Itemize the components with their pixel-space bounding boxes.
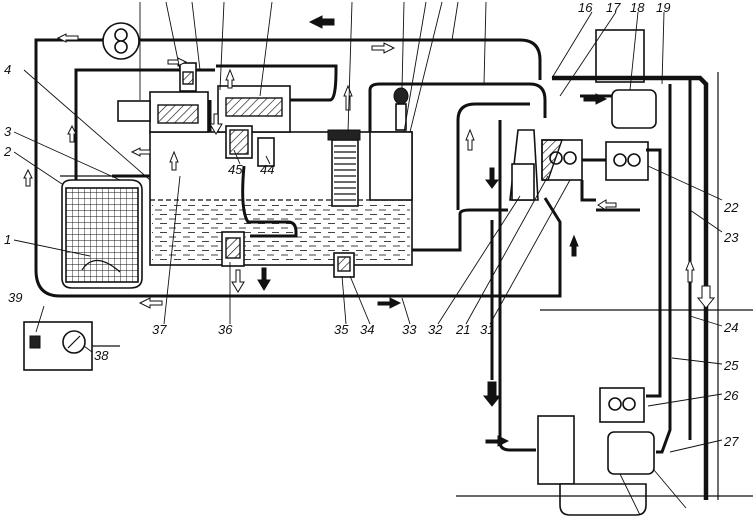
pump-26 <box>599 387 645 423</box>
bell-32 <box>509 129 539 201</box>
device-34 <box>333 252 355 278</box>
top-pump <box>102 22 140 60</box>
label-32: 32 <box>428 322 443 337</box>
label-19: 19 <box>656 0 670 15</box>
oil-cooler <box>61 179 143 289</box>
label-33: 33 <box>402 322 417 337</box>
label-39: 39 <box>8 290 22 305</box>
label-36: 36 <box>218 322 233 337</box>
valve-block-right <box>217 85 291 167</box>
label-21: 21 <box>455 322 470 337</box>
pump-21 <box>541 139 583 181</box>
label-18: 18 <box>630 0 645 15</box>
valve-block-left <box>117 62 209 133</box>
label-38: 38 <box>94 348 109 363</box>
leader-lines <box>13 1 723 516</box>
label-37: 37 <box>152 322 167 337</box>
oil-tank <box>149 131 413 266</box>
label-45: 45 <box>228 162 243 177</box>
tank-27 <box>537 415 655 516</box>
part-labels: 4 3 2 1 39 38 37 36 45 44 35 34 33 32 21… <box>3 0 739 449</box>
label-34: 34 <box>360 322 374 337</box>
label-1: 1 <box>4 232 11 247</box>
tank-18 <box>595 29 657 129</box>
label-16: 16 <box>578 0 593 15</box>
label-31: 31 <box>480 322 494 337</box>
filter <box>327 129 361 207</box>
pump-22 <box>605 141 649 181</box>
label-44: 44 <box>260 162 274 177</box>
flow-arrows <box>23 15 716 447</box>
label-17: 17 <box>606 0 621 15</box>
label-4: 4 <box>4 62 11 77</box>
label-35: 35 <box>334 322 349 337</box>
label-22: 22 <box>723 200 739 215</box>
label-23: 23 <box>723 230 739 245</box>
label-25: 25 <box>723 358 739 373</box>
breather-cap <box>393 87 409 131</box>
label-24: 24 <box>723 320 738 335</box>
device-36 <box>221 231 245 267</box>
label-3: 3 <box>4 124 12 139</box>
gauge-box <box>23 321 93 371</box>
label-2: 2 <box>3 144 12 159</box>
label-26: 26 <box>723 388 739 403</box>
label-27: 27 <box>723 434 739 449</box>
